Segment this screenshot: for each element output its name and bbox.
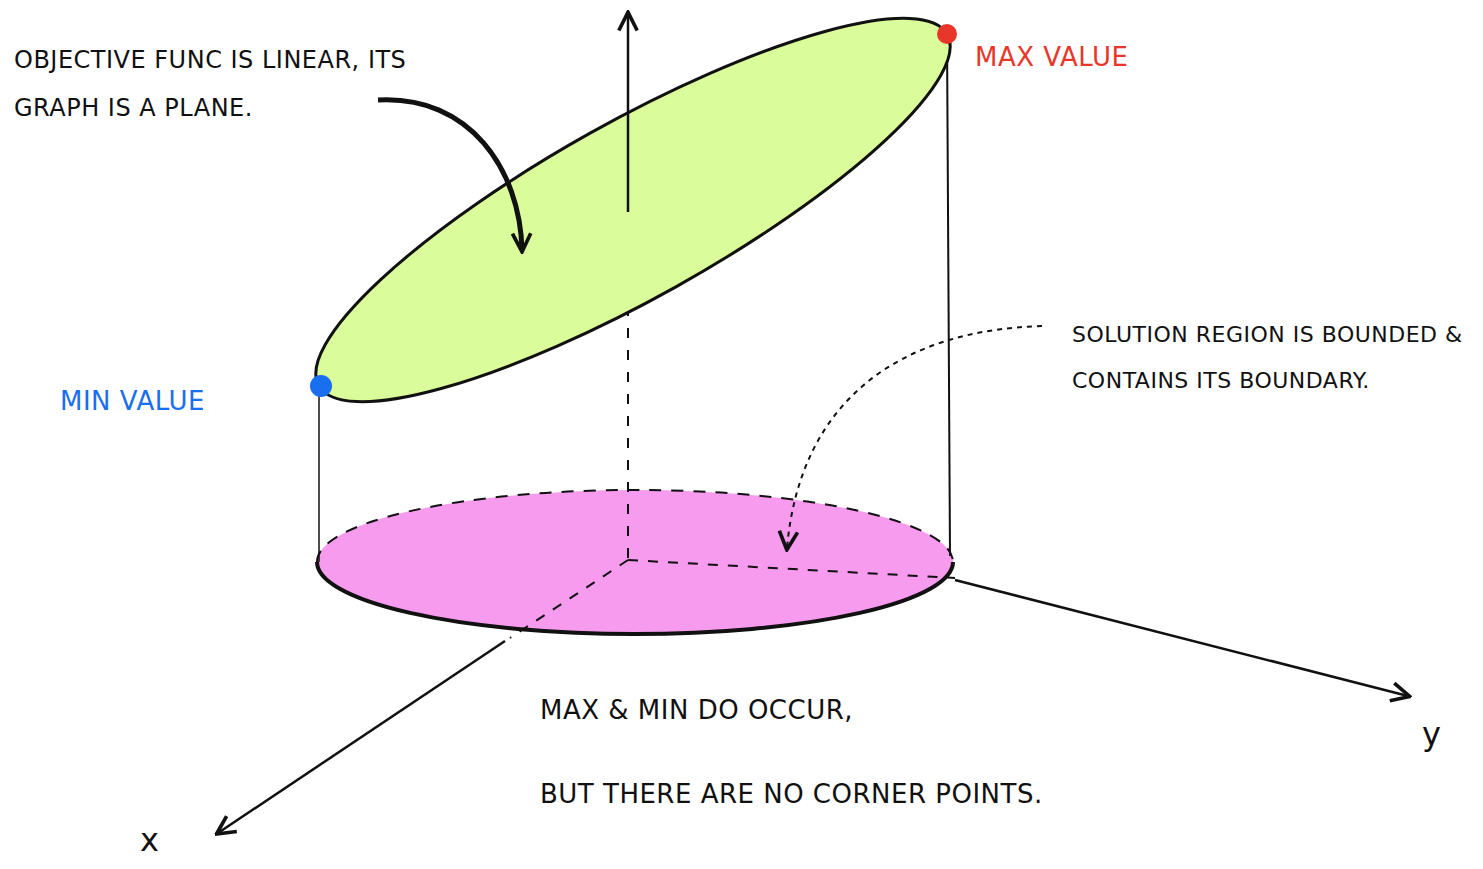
- projection-line: [947, 34, 950, 556]
- min-label: MIN VALUE: [60, 384, 290, 418]
- axis-label: y: [1422, 716, 1462, 752]
- z-axis: [627, 14, 630, 212]
- max-point: [937, 24, 957, 44]
- note-text: OBJECTIVE FUNC IS LINEAR, ITS GRAPH IS A…: [14, 36, 454, 132]
- axis-label: x: [140, 822, 180, 858]
- max-label: MAX VALUE: [975, 40, 1235, 74]
- note-text: SOLUTION REGION IS BOUNDED & CONTAINS IT…: [1072, 312, 1467, 404]
- note-text: MAX & MIN DO OCCUR,: [540, 692, 1000, 728]
- projection-line: [318, 386, 320, 562]
- note-text: BUT THERE ARE NO CORNER POINTS.: [540, 776, 1220, 812]
- y-axis-hidden: [628, 560, 955, 578]
- y-axis: [955, 580, 1408, 696]
- leader-arrow: [378, 100, 522, 250]
- x-axis-hidden: [510, 560, 628, 638]
- x-axis: [218, 641, 505, 833]
- min-point: [310, 375, 332, 397]
- leader-arrow: [787, 326, 1042, 548]
- region-back-edge: [317, 490, 953, 562]
- solution-region: [317, 490, 953, 634]
